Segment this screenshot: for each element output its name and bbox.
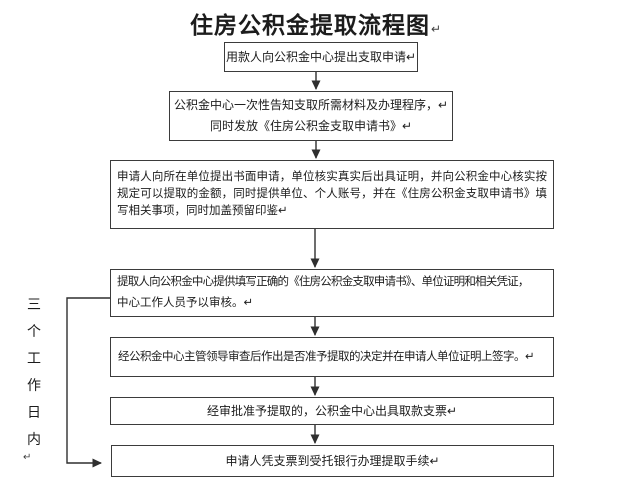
paragraph-mark: ↵	[23, 452, 32, 463]
flow-node-leader-decision: 经公积金中心主管领导审查后作出是否准予提取的决定并在申请人单位证明上签字。↵	[110, 337, 554, 377]
duration-char: 日	[27, 404, 41, 420]
flow-node-notify: 公积金中心一次性告知支取所需材料及办理程序，↵ 同时发放《住房公积金支取申请书》…	[169, 91, 453, 141]
flow-node-notify-line1: 公积金中心一次性告知支取所需材料及办理程序，↵	[173, 98, 449, 112]
flow-node-apply-text: 用款人向公积金中心提出支取申请↵	[225, 49, 417, 64]
duration-char: 作	[27, 377, 41, 393]
flow-node-unit-verify-text: 申请人向所在单位提出书面申请，单位核实真实后出具证明，并向公积金中心核实按规定可…	[117, 171, 547, 217]
flow-node-center-review-line2: 中心工作人员予以审核。↵	[117, 297, 254, 309]
flow-node-issue-check: 经审批准予提取的，公积金中心出具取款支票↵	[110, 397, 554, 425]
duration-label: 三 个 工 作 日 内 ↵	[23, 291, 43, 463]
duration-bracket-arrow	[66, 297, 110, 468]
flow-node-center-review: 提取人向公积金中心提供填写正确的《住房公积金支取申请书》、单位证明和相关凭证， …	[110, 269, 554, 317]
duration-char: 个	[27, 323, 41, 339]
flow-node-unit-verify: 申请人向所在单位提出书面申请，单位核实真实后出具证明，并向公积金中心核实按规定可…	[110, 160, 554, 229]
flow-node-bank-withdraw: 申请人凭支票到受托银行办理提取手续↵	[111, 445, 554, 477]
paragraph-mark: ↵	[430, 22, 443, 36]
page-title: 住房公积金提取流程图↵	[0, 6, 632, 40]
page-title-text: 住房公积金提取流程图	[189, 12, 430, 38]
duration-char: 工	[27, 350, 41, 366]
flow-node-apply: 用款人向公积金中心提出支取申请↵	[224, 42, 418, 72]
duration-char: 三	[27, 296, 41, 312]
flow-node-bank-withdraw-text: 申请人凭支票到受托银行办理提取手续↵	[225, 453, 440, 468]
flow-node-leader-decision-text: 经公积金中心主管领导审查后作出是否准予提取的决定并在申请人单位证明上签字。↵	[118, 350, 535, 363]
flow-node-issue-check-text: 经审批准予提取的，公积金中心出具取款支票↵	[206, 403, 458, 418]
flow-node-notify-line2: 同时发放《住房公积金支取申请书》↵	[209, 119, 413, 133]
flow-node-center-review-line1: 提取人向公积金中心提供填写正确的《住房公积金支取申请书》、单位证明和相关凭证，	[117, 276, 529, 288]
duration-char: 内	[27, 431, 41, 447]
